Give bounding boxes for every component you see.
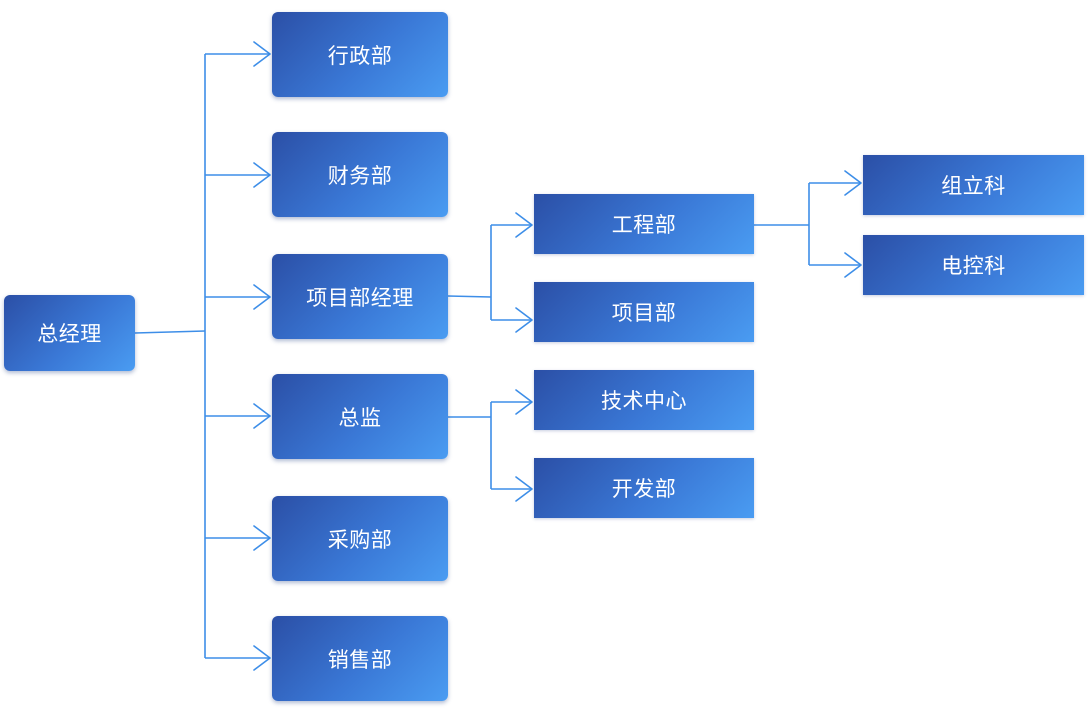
arrowhead-sales — [253, 645, 271, 671]
node-label: 项目部 — [611, 301, 677, 325]
node-label: 项目部经理 — [306, 285, 414, 310]
node-label: 工程部 — [611, 213, 677, 237]
node-label: 电控科 — [941, 254, 1006, 278]
node-tech-center[interactable]: 技术中心 — [534, 370, 754, 430]
node-sales[interactable]: 销售部 — [272, 616, 448, 701]
node-development[interactable]: 开发部 — [534, 458, 754, 518]
node-label: 财务部 — [327, 163, 393, 188]
node-finance[interactable]: 财务部 — [272, 132, 448, 217]
arrowhead-finance — [253, 162, 271, 188]
arrowhead-purchasing — [253, 525, 271, 551]
node-project-department[interactable]: 项目部 — [534, 282, 754, 342]
arrowhead-electrical — [844, 252, 862, 278]
arrowhead-pm — [253, 284, 271, 310]
node-label: 总经理 — [37, 322, 102, 346]
arrowhead-director — [253, 403, 271, 429]
arrowhead-admin — [253, 41, 271, 67]
node-purchasing[interactable]: 采购部 — [272, 496, 448, 581]
node-label: 销售部 — [327, 647, 393, 672]
node-engineering[interactable]: 工程部 — [534, 194, 754, 254]
arrowhead-engineering — [515, 212, 533, 238]
node-project-manager[interactable]: 项目部经理 — [272, 254, 448, 339]
node-label: 总监 — [338, 405, 382, 430]
arrowhead-dev — [515, 476, 533, 502]
node-label: 开发部 — [611, 477, 677, 501]
node-label: 采购部 — [327, 527, 393, 552]
node-assembly-section[interactable]: 组立科 — [863, 155, 1084, 215]
node-label: 行政部 — [327, 43, 393, 68]
connector-pm-trunk — [447, 295, 492, 298]
connector-root-trunk — [134, 330, 206, 334]
arrowhead-assembly — [844, 170, 862, 196]
node-administration[interactable]: 行政部 — [272, 12, 448, 97]
node-electrical-control-section[interactable]: 电控科 — [863, 235, 1084, 295]
node-label: 组立科 — [941, 174, 1006, 198]
arrowhead-tech — [515, 389, 533, 415]
node-general-manager[interactable]: 总经理 — [4, 295, 135, 371]
arrowhead-project — [515, 307, 533, 333]
node-director[interactable]: 总监 — [272, 374, 448, 459]
node-label: 技术中心 — [601, 389, 687, 413]
